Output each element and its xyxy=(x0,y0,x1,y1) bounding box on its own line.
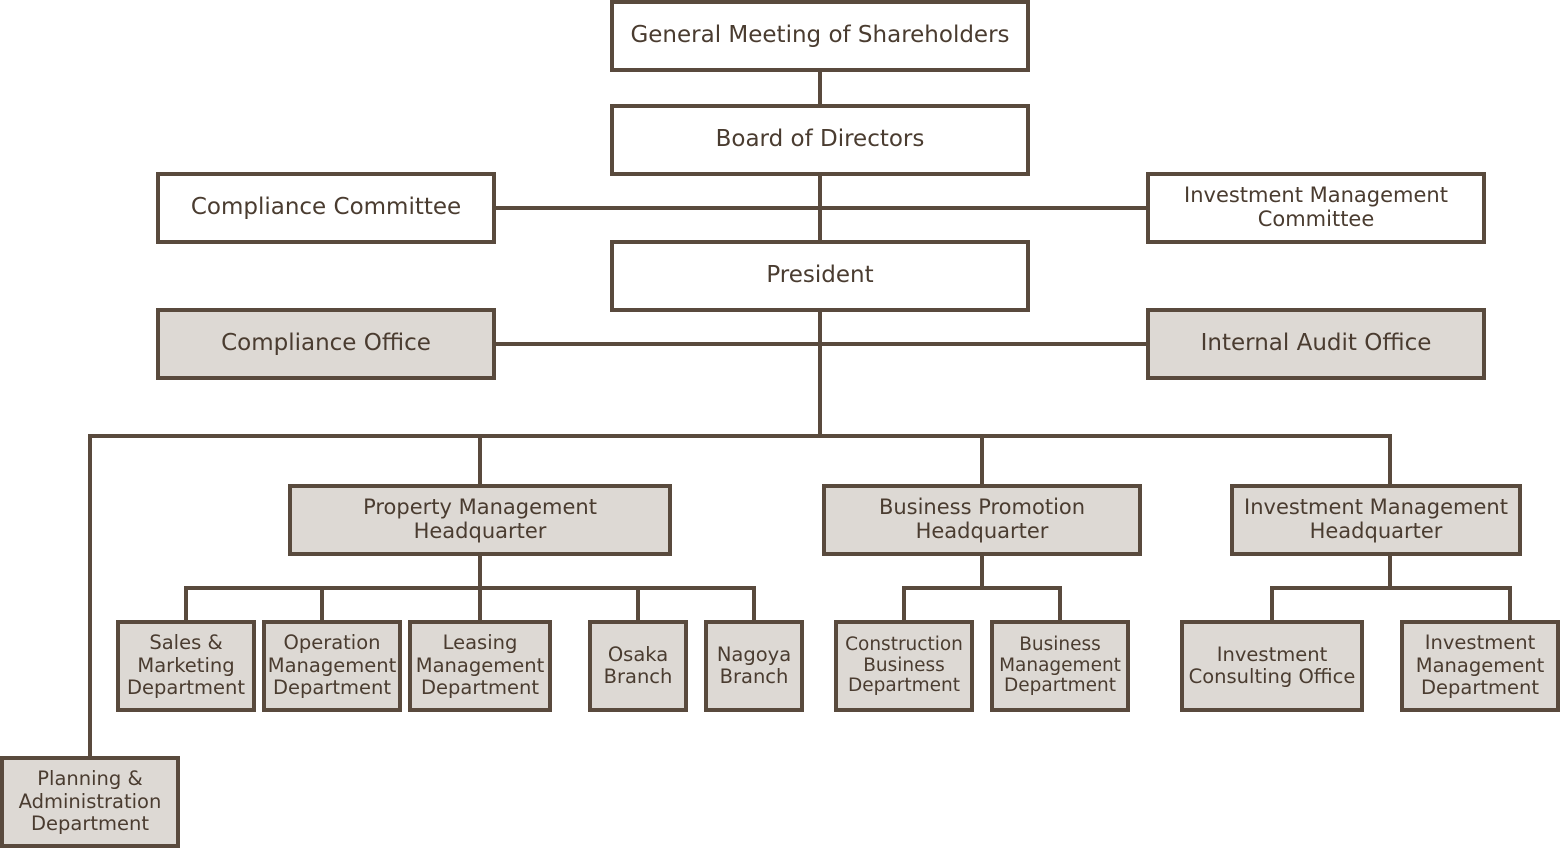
operation-management-department-box: Operation Management Department xyxy=(262,620,402,712)
investment-management-hq-box: Investment Management Headquarter xyxy=(1230,484,1522,556)
compliance-office-box: Compliance Office xyxy=(156,308,496,380)
planning-administration-department-box: Planning & Administration Department xyxy=(0,756,180,848)
compliance-committee-box: Compliance Committee xyxy=(156,172,496,244)
board-of-directors-box: Board of Directors xyxy=(610,104,1030,176)
investment-consulting-office-box: Investment Consulting Office xyxy=(1180,620,1364,712)
investment-management-committee-box: Investment Management Committee xyxy=(1146,172,1486,244)
business-promotion-hq-box: Business Promotion Headquarter xyxy=(822,484,1142,556)
internal-audit-office-box: Internal Audit Office xyxy=(1146,308,1486,380)
osaka-branch-box: Osaka Branch xyxy=(588,620,688,712)
investment-management-department-box: Investment Management Department xyxy=(1400,620,1560,712)
general-meeting-box: General Meeting of Shareholders xyxy=(610,0,1030,72)
president-box: President xyxy=(610,240,1030,312)
property-management-hq-box: Property Management Headquarter xyxy=(288,484,672,556)
construction-business-department-box: Construction Business Department xyxy=(834,620,974,712)
business-management-department-box: Business Management Department xyxy=(990,620,1130,712)
leasing-management-department-box: Leasing Management Department xyxy=(408,620,552,712)
nagoya-branch-box: Nagoya Branch xyxy=(704,620,804,712)
sales-marketing-department-box: Sales & Marketing Department xyxy=(116,620,256,712)
